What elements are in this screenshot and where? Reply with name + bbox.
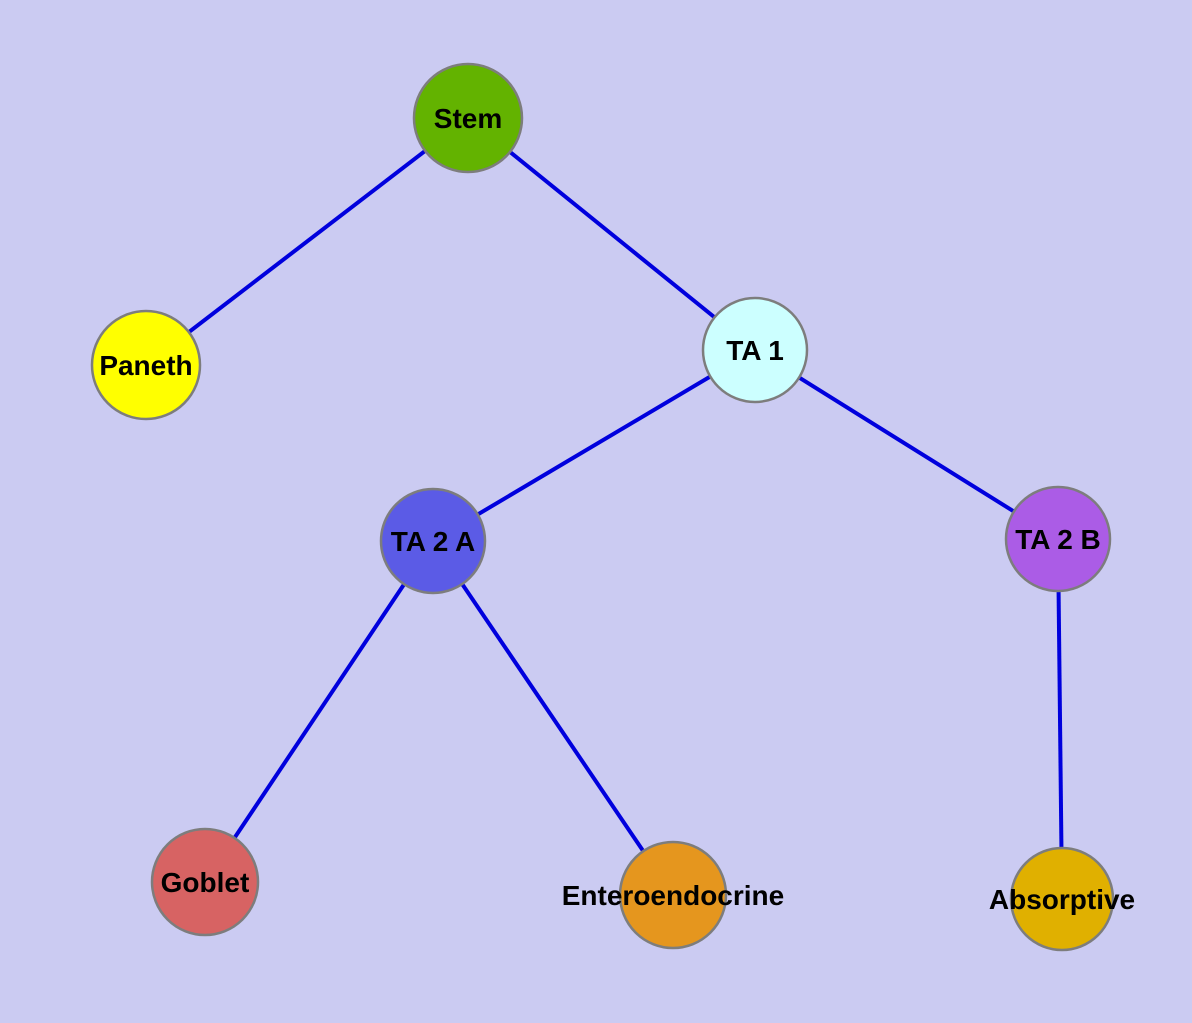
edge-ta1-ta2a	[431, 348, 757, 543]
node-circle-ta2a[interactable]	[379, 487, 487, 595]
node-absorptive[interactable]: Absorptive	[989, 846, 1135, 952]
node-circle-ta2b[interactable]	[1004, 485, 1112, 593]
node-circle-goblet[interactable]	[150, 827, 260, 937]
node-label-stem: Stem	[434, 103, 502, 134]
node-ta1[interactable]: TA 1	[701, 296, 809, 404]
node-enteroendocrine[interactable]: Enteroendocrine	[562, 840, 784, 950]
node-circle-enteroendocrine[interactable]	[618, 840, 728, 950]
edge-ta2a-enteroendocrine	[431, 539, 675, 897]
node-label-paneth: Paneth	[99, 350, 192, 381]
node-label-absorptive: Absorptive	[989, 884, 1135, 915]
node-label-ta2b: TA 2 B	[1015, 524, 1101, 555]
node-label-ta2a: TA 2 A	[391, 526, 476, 557]
node-circle-absorptive[interactable]	[1009, 846, 1115, 952]
node-circle-stem[interactable]	[412, 62, 524, 174]
node-label-goblet: Goblet	[161, 867, 250, 898]
edge-ta2b-absorptive	[1056, 538, 1064, 900]
edge-stem-paneth	[144, 116, 470, 367]
node-goblet[interactable]: Goblet	[150, 827, 260, 937]
node-ta2b[interactable]: TA 2 B	[1004, 485, 1112, 593]
node-ta2a[interactable]: TA 2 A	[379, 487, 487, 595]
node-paneth[interactable]: Paneth	[90, 309, 202, 421]
edge-ta1-ta2b	[753, 348, 1060, 541]
node-label-enteroendocrine: Enteroendocrine	[562, 880, 784, 911]
node-stem[interactable]: Stem	[412, 62, 524, 174]
node-label-ta1: TA 1	[726, 335, 784, 366]
edge-ta2a-goblet	[203, 539, 435, 884]
node-circle-paneth[interactable]	[90, 309, 202, 421]
node-circle-ta1[interactable]	[701, 296, 809, 404]
edge-stem-ta1	[466, 116, 757, 352]
